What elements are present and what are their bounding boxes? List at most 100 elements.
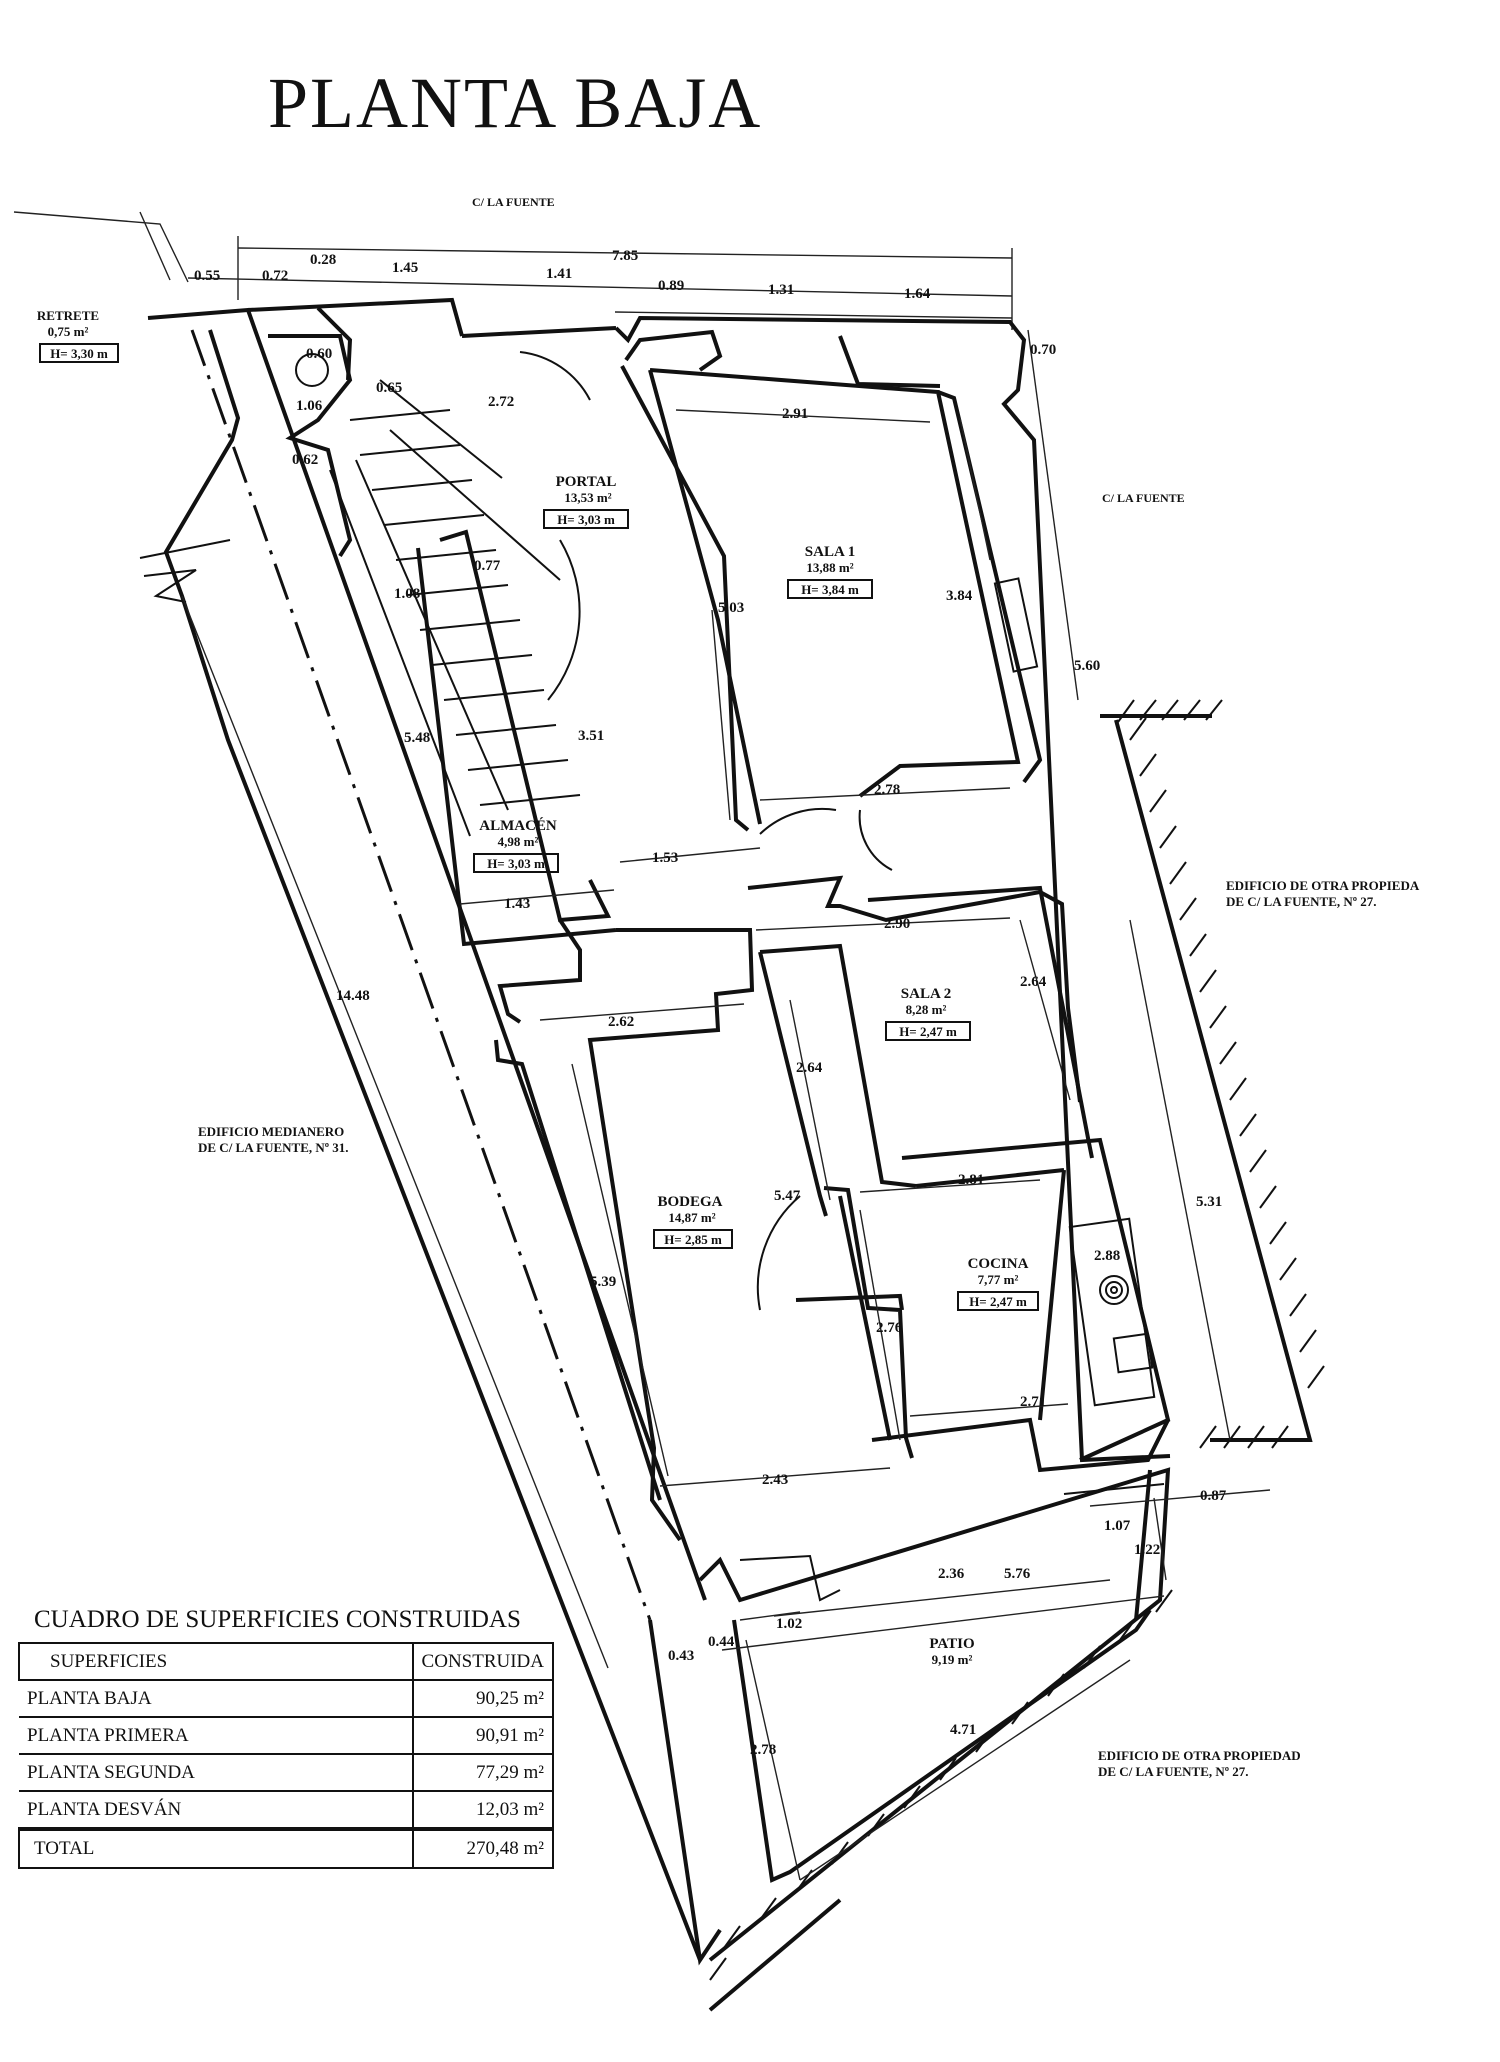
row-label: PLANTA SEGUNDA [19, 1753, 414, 1792]
retrete-height: H= 3,30 m [50, 346, 108, 361]
dim-label: 5.03 [718, 600, 744, 616]
neighbor-left-line2: DE C/ LA FUENTE, Nº 31. [198, 1140, 349, 1155]
room-height-portal: H= 3,03 m [557, 512, 615, 527]
portal-walls [416, 351, 617, 1024]
dim-label: 1.22 [1134, 1542, 1160, 1558]
dim-label: 1.64 [904, 286, 931, 302]
row-value: 90,91 m² [412, 1716, 555, 1755]
room-height-cocina: H= 2,47 m [969, 1294, 1027, 1309]
total-value: 270,48 m² [411, 1827, 555, 1869]
dim-label: 2.72 [488, 394, 514, 410]
dimension-lines [181, 329, 1271, 1881]
dim-label: 2.64 [796, 1060, 823, 1076]
dim-label: 1.02 [776, 1616, 802, 1632]
dim-label: 5.48 [404, 730, 430, 746]
dim-label: 2.71 [1020, 1394, 1046, 1410]
room-bodega: BODEGA 14,87 m² H= 2,85 m [653, 1194, 733, 1249]
dim-label: 0.87 [1200, 1488, 1227, 1504]
room-portal: PORTAL 13,53 m² H= 3,03 m [543, 474, 629, 529]
page-title: PLANTA BAJA [268, 63, 763, 143]
table-row: PLANTA PRIMERA 90,91 m² [19, 1716, 555, 1755]
dim-label: 2.43 [762, 1472, 788, 1488]
row-label: PLANTA DESVÁN [19, 1790, 414, 1830]
dim-label: 0.43 [668, 1648, 694, 1664]
retrete-area: 0,75 m² [48, 324, 89, 339]
neighbour-hatch [708, 699, 1325, 2012]
room-name-sala2: SALA 2 [901, 986, 951, 1002]
dim-label: 2.91 [782, 406, 808, 422]
retrete-name: RETRETE [37, 308, 99, 323]
table-total-row: TOTAL 270,48 m² [18, 1827, 555, 1869]
room-cocina: COCINA 7,77 m² H= 2,47 m [957, 1256, 1039, 1311]
room-area-cocina: 7,77 m² [978, 1272, 1019, 1287]
room-height-sala1: H= 3,84 m [801, 582, 859, 597]
room-area-bodega: 14,87 m² [668, 1210, 715, 1225]
room-name-cocina: COCINA [968, 1256, 1029, 1272]
sala1-walls [620, 365, 1043, 871]
room-name-patio: PATIO [929, 1636, 974, 1652]
area-summary: CUADRO DE SUPERFICIES CONSTRUIDAS SUPERF… [18, 1606, 555, 1869]
room-area-patio: 9,19 m² [932, 1652, 973, 1667]
row-value: 12,03 m² [412, 1790, 555, 1830]
header-superficies: SUPERFICIES [18, 1642, 414, 1681]
party-wall-axis [190, 329, 652, 1621]
row-value: 90,25 m² [412, 1679, 555, 1718]
dim-label: 2.76 [876, 1320, 903, 1336]
dim-label: 0.89 [658, 278, 684, 294]
room-name-portal: PORTAL [556, 474, 617, 490]
lower-room-walls [494, 875, 1171, 1542]
dim-label: 2.36 [938, 1566, 965, 1582]
dim-label: 2.64 [1020, 974, 1047, 990]
room-height-sala2: H= 2,47 m [899, 1024, 957, 1039]
room-area-sala2: 8,28 m² [906, 1002, 947, 1017]
retrete-label: RETRETE 0,75 m² H= 3,30 m [37, 308, 119, 363]
row-label: PLANTA BAJA [19, 1679, 414, 1718]
dim-label: 1.41 [546, 266, 572, 282]
dimension-labels: 7.85 0.55 0.72 0.28 1.45 1.41 0.89 1.31 … [194, 248, 1227, 1758]
dim-label: 0.62 [292, 452, 318, 468]
dim-label: 1.08 [394, 586, 420, 602]
dim-label: 2.81 [958, 1172, 984, 1188]
dim-label: 2.78 [874, 782, 900, 798]
room-patio: PATIO 9,19 m² [929, 1636, 974, 1667]
dim-label: 5.39 [590, 1274, 616, 1290]
room-area-portal: 13,53 m² [564, 490, 611, 505]
dim-label: 3.84 [946, 588, 973, 604]
dim-label: 1.31 [768, 282, 794, 298]
table-row: PLANTA DESVÁN 12,03 m² [19, 1790, 555, 1830]
neighbor-right-top-line2: DE C/ LA FUENTE, Nº 27. [1226, 894, 1377, 909]
neighbor-right-bottom-line2: DE C/ LA FUENTE, Nº 27. [1098, 1764, 1249, 1779]
dim-label: 0.72 [262, 268, 288, 284]
room-area-almacen: 4,98 m² [498, 834, 539, 849]
row-value: 77,29 m² [412, 1753, 555, 1792]
dim-label: 1.07 [1104, 1518, 1131, 1534]
area-table: SUPERFICIES CONSTRUIDA PLANTA BAJA 90,25… [18, 1642, 555, 1869]
dim-label: 5.60 [1074, 658, 1100, 674]
room-name-almacen: ALMACÉN [479, 817, 557, 834]
table-row: PLANTA SEGUNDA 77,29 m² [19, 1753, 555, 1792]
dim-label: 4.71 [950, 1722, 976, 1738]
dim-label: 7.85 [612, 248, 638, 264]
dim-label: 1.53 [652, 850, 678, 866]
street-label-top: C/ LA FUENTE [472, 195, 555, 209]
dim-label: 1.45 [392, 260, 418, 276]
top-dimension-lines [13, 211, 1013, 330]
neighbor-right-bottom-line1: EDIFICIO DE OTRA PROPIEDAD [1098, 1748, 1301, 1763]
dim-label: 2.88 [1094, 1248, 1120, 1264]
dim-label: 0.55 [194, 268, 220, 284]
dim-label: 3.51 [578, 728, 604, 744]
dim-label: 2.78 [750, 1742, 776, 1758]
total-label: TOTAL [18, 1827, 414, 1869]
dim-label: 0.44 [708, 1634, 735, 1650]
room-almacen: ALMACÉN 4,98 m² H= 3,03 m [473, 817, 559, 873]
room-height-almacen: H= 3,03 m [487, 856, 545, 871]
room-area-sala1: 13,88 m² [806, 560, 853, 575]
dim-label: 2.62 [608, 1014, 634, 1030]
stair [268, 334, 581, 837]
room-name-sala1: SALA 1 [805, 544, 855, 560]
dim-label: 0.70 [1030, 342, 1056, 358]
dim-label: 1.06 [296, 398, 323, 414]
front-facade [247, 297, 1212, 1463]
table-row: PLANTA BAJA 90,25 m² [19, 1679, 555, 1718]
